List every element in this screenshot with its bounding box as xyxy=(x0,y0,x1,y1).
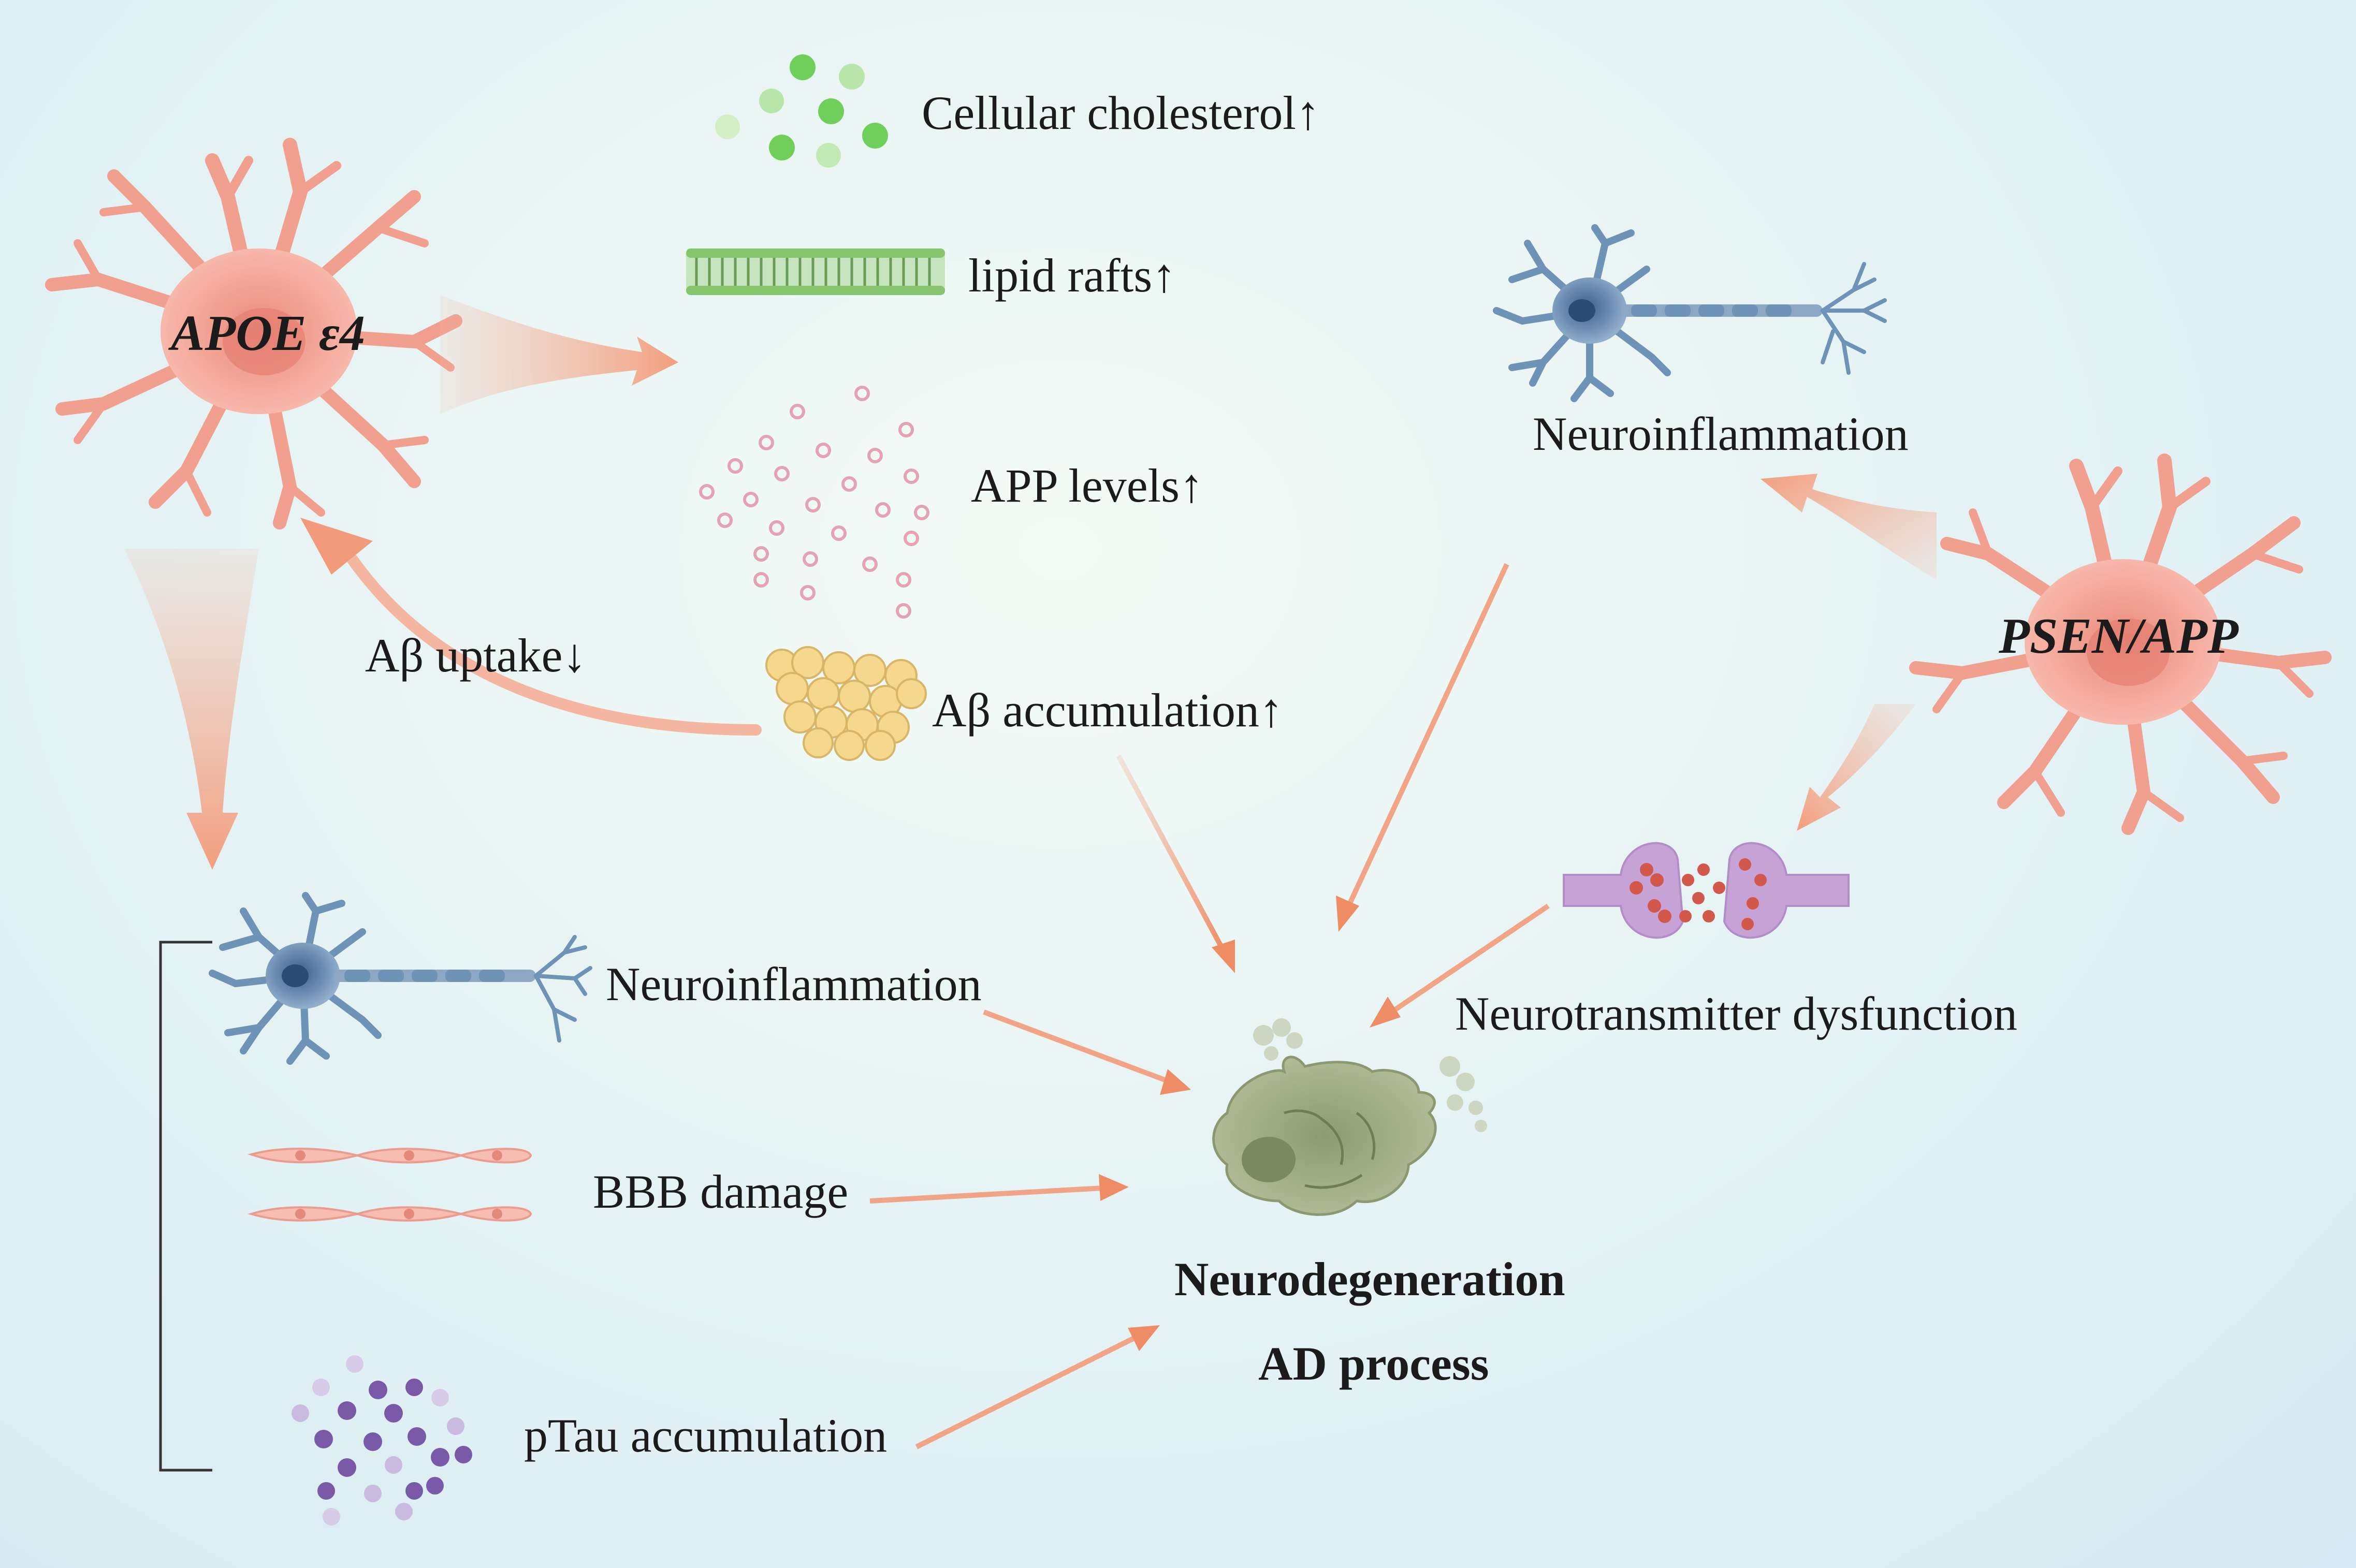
psen-to-neuroinflammation-arrow xyxy=(1761,474,1937,580)
apoe-astrocyte-icon xyxy=(45,138,462,530)
psen-to-neurotransmitter-arrow xyxy=(1797,704,1916,831)
bbb-damage-label: BBB damage xyxy=(593,1165,849,1218)
ptau-dots-icon xyxy=(292,1355,472,1526)
app-levels-label: APP levels↑ xyxy=(971,459,1203,512)
abeta-uptake-arrowhead xyxy=(300,518,373,575)
lipid-raft-icon xyxy=(686,248,945,295)
apoe-e4-label: APOE ε4 xyxy=(171,305,366,361)
cholesterol-label: Cellular cholesterol↑ xyxy=(922,86,1320,139)
neurotransmitter-dysfunction-label: Neurotransmitter dysfunction xyxy=(1455,987,2017,1040)
app-dots-icon xyxy=(699,386,929,619)
apoe-down-arrow xyxy=(124,549,259,870)
synapse-icon xyxy=(1563,842,1850,939)
ad-process-label: AD process xyxy=(1258,1337,1489,1390)
neuroinflammation-left-label: Neuroinflammation xyxy=(606,958,982,1010)
cholesterol-icon xyxy=(715,54,888,168)
neuroinflammation-right-label: Neuroinflammation xyxy=(1533,407,1909,460)
psen-app-label: PSEN/APP xyxy=(1999,608,2238,664)
psen-app-astrocyte-icon xyxy=(1909,453,2332,835)
abeta-accumulation-label: Aβ accumulation↑ xyxy=(932,684,1283,737)
bracket-line xyxy=(159,941,212,1472)
abeta-aggregate-icon xyxy=(765,646,927,761)
neuron-top-icon xyxy=(1493,224,1887,402)
degenerating-neuron-icon xyxy=(1212,1018,1487,1216)
apoe-to-effects-arrow xyxy=(440,295,678,414)
abeta-uptake-label: Aβ uptake↓ xyxy=(365,629,587,682)
neurodegeneration-label: Neurodegeneration xyxy=(1174,1253,1565,1306)
outcome-arrows xyxy=(869,563,1550,1449)
abeta-uptake-arrow xyxy=(346,553,762,736)
bbb-cells-icon xyxy=(248,1148,532,1222)
neuron-bottom-icon xyxy=(209,892,592,1065)
lipid-rafts-label: lipid rafts↑ xyxy=(968,249,1176,302)
ptau-accumulation-label: pTau accumulation xyxy=(524,1409,888,1462)
